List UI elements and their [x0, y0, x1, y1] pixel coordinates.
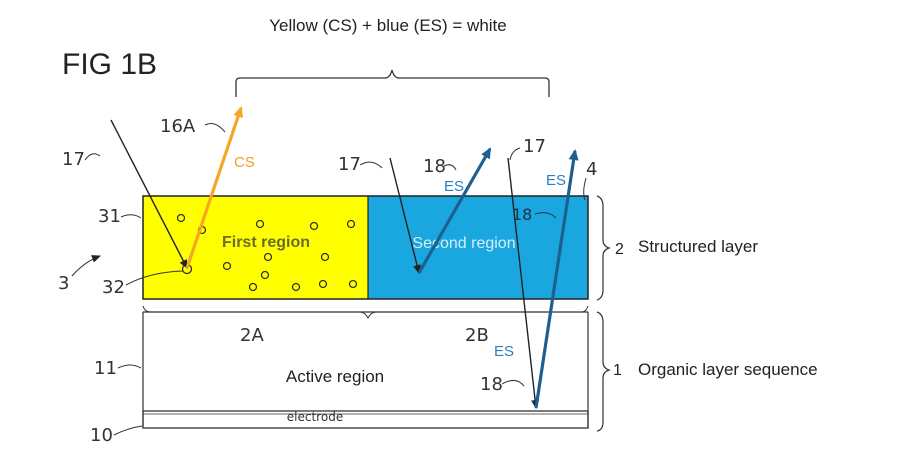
leader-18-upper-right [534, 212, 557, 219]
particle [176, 213, 186, 223]
leader-31 [120, 214, 142, 219]
leader-17-right [509, 147, 521, 161]
particle [248, 282, 258, 292]
particle [222, 261, 232, 271]
es-label-second: ES [444, 178, 464, 195]
numeral-17-right: 17 [523, 136, 546, 157]
particle [263, 252, 273, 262]
cs-label: CS [234, 154, 255, 171]
particle [320, 252, 330, 262]
second-region-label: Second region [412, 235, 515, 252]
leader-18-second [443, 164, 457, 171]
structured-layer-outline [142, 195, 589, 300]
electrode-label: electrode [287, 410, 343, 424]
particle [291, 282, 301, 292]
top-brace [235, 69, 550, 97]
first-region-label: First region [222, 234, 310, 251]
organic-layer-label: Organic layer sequence [638, 360, 818, 379]
numeral-3: 3 [58, 273, 69, 294]
incoming-ray-17-first [110, 119, 188, 269]
numeral-18-upper-right: 18 [512, 205, 532, 224]
electrode-layer [142, 410, 589, 429]
leader-32 [125, 270, 184, 286]
es-label-active: ES [494, 343, 514, 360]
numeral-4: 4 [586, 159, 597, 180]
numeral-18-lower: 18 [480, 374, 503, 395]
particle [309, 221, 319, 231]
numeral-2a: 2A [240, 325, 264, 346]
second-region-fill [368, 196, 588, 299]
particle [346, 219, 356, 229]
first-region-fill [143, 196, 368, 299]
numeral-1: 1 [613, 362, 622, 379]
numeral-11: 11 [94, 358, 117, 379]
brace-structured-layer [596, 195, 611, 301]
incoming-ray-17-deep [507, 157, 540, 409]
reflected-ray-es-electrode [534, 149, 579, 409]
particle [255, 219, 265, 229]
es-label-top-right: ES [546, 172, 566, 189]
scattering-particles [176, 213, 358, 292]
figure-caption: Yellow (CS) + blue (ES) = white [269, 16, 506, 35]
numeral-31: 31 [98, 206, 121, 227]
numeral-17-second: 17 [338, 154, 361, 175]
numeral-16a: 16A [160, 116, 196, 137]
leader-4 [583, 177, 587, 201]
numeral-10: 10 [90, 425, 113, 446]
numeral-2b: 2B [465, 325, 489, 346]
numeral-32: 32 [102, 277, 125, 298]
leader-17-left [84, 153, 101, 161]
numeral-18-second: 18 [423, 156, 446, 177]
particle [348, 279, 358, 289]
leader-11 [117, 364, 142, 369]
leader-10 [113, 425, 143, 436]
particle [318, 279, 328, 289]
leader-3 [71, 255, 101, 277]
figure-title: FIG 1B [62, 48, 157, 81]
particle [260, 270, 270, 280]
numeral-2: 2 [615, 241, 624, 258]
incoming-ray-17-second [389, 157, 421, 274]
numeral-17-left: 17 [62, 149, 85, 170]
leader-16a [204, 123, 226, 133]
scattered-ray-es-second [417, 147, 492, 274]
converted-ray-cs [185, 106, 243, 269]
active-region-label: Active region [286, 367, 384, 386]
sub-brace [142, 305, 589, 320]
leader-18-lower [501, 380, 525, 387]
brace-organic-layer [596, 311, 611, 432]
structured-layer-label: Structured layer [638, 237, 758, 256]
leader-17-second [359, 161, 383, 169]
